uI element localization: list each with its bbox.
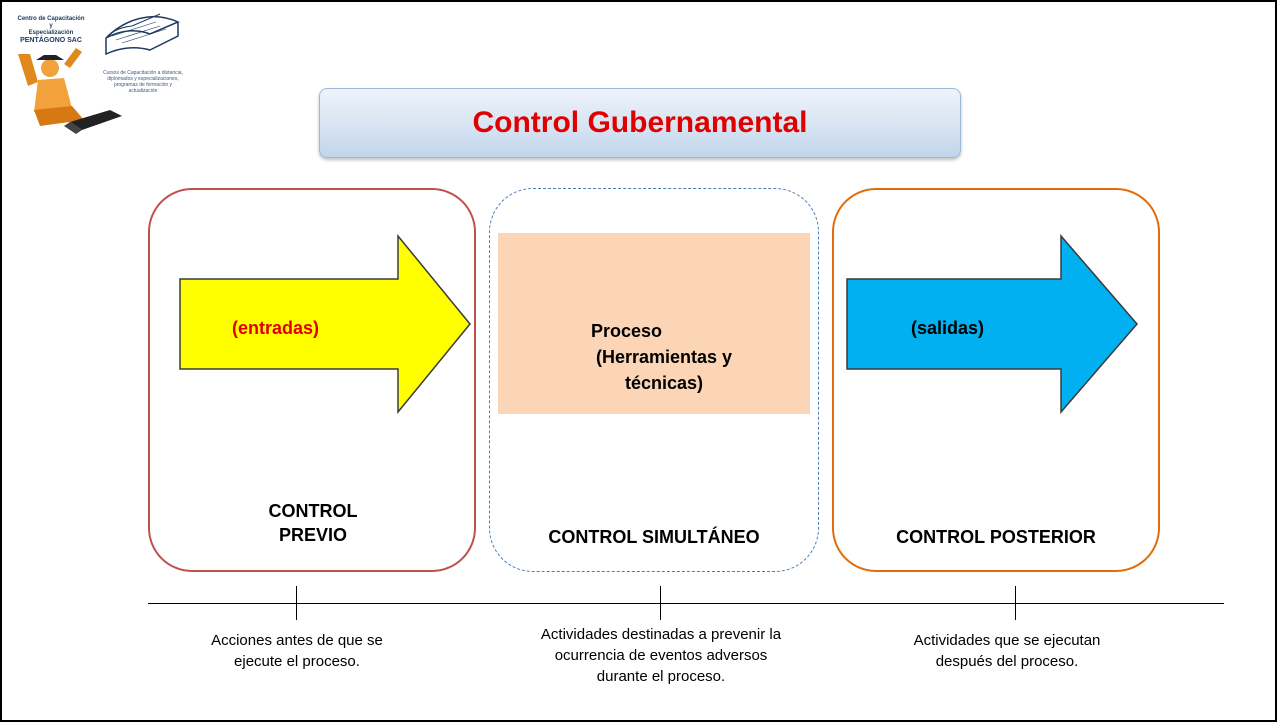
timeline-tick-simultaneo	[660, 586, 661, 620]
logo-org-line1: Centro de Capacitación y	[17, 16, 85, 29]
description-simultaneo-line1: Actividades destinadas a prevenir la	[540, 626, 782, 643]
entradas-label: (entradas)	[232, 318, 320, 338]
description-posterior: Actividades que se ejecutan después del …	[862, 630, 1152, 672]
logo-org-name: Centro de Capacitación y Especialización…	[16, 16, 86, 44]
description-previo: Acciones antes de que se ejecute el proc…	[162, 630, 432, 672]
control-simultaneo-label: CONTROL SIMULTÁNEO	[548, 527, 760, 547]
process-subtitle-line1: (Herramientas y	[595, 347, 733, 367]
process-subtitle-line2: técnicas)	[624, 373, 704, 393]
description-simultaneo-line2: ocurrencia de eventos adversos	[554, 647, 768, 664]
control-previo-label-line2: PREVIO	[278, 525, 348, 545]
control-previo-label-line1: CONTROL	[268, 501, 358, 521]
description-previo-line1: Acciones antes de que se	[211, 632, 383, 649]
process-box	[498, 233, 810, 414]
description-posterior-line2: después del proceso.	[935, 653, 1079, 670]
description-posterior-line1: Actividades que se ejecutan	[913, 632, 1101, 649]
timeline-tick-posterior	[1015, 586, 1016, 620]
logo-graphic	[18, 13, 180, 134]
entradas-arrow	[179, 234, 471, 414]
description-simultaneo-line3: durante el proceso.	[596, 668, 726, 685]
description-previo-line2: ejecute el proceso.	[234, 653, 360, 670]
timeline-line	[148, 603, 1224, 604]
control-previo-label: CONTROL PREVIO	[258, 499, 368, 547]
control-posterior-label: CONTROL POSTERIOR	[896, 527, 1096, 547]
logo-tagline: Cursos de Capacitación a distancia, dipl…	[103, 70, 183, 94]
salidas-label: (salidas)	[911, 318, 985, 338]
logo-org-line3: PENTÁGONO SAC	[20, 37, 82, 44]
description-simultaneo: Actividades destinadas a prevenir la ocu…	[486, 624, 836, 687]
page-title: Control Gubernamental	[472, 106, 808, 139]
timeline-tick-previo	[296, 586, 297, 620]
company-logo: Centro de Capacitación y Especialización…	[10, 8, 183, 136]
title-banner: Control Gubernamental	[319, 88, 961, 158]
salidas-arrow	[846, 234, 1138, 414]
panel-control-posterior	[832, 188, 1160, 572]
logo-org-line2: Especialización	[28, 30, 74, 36]
process-title: Proceso	[591, 321, 663, 341]
